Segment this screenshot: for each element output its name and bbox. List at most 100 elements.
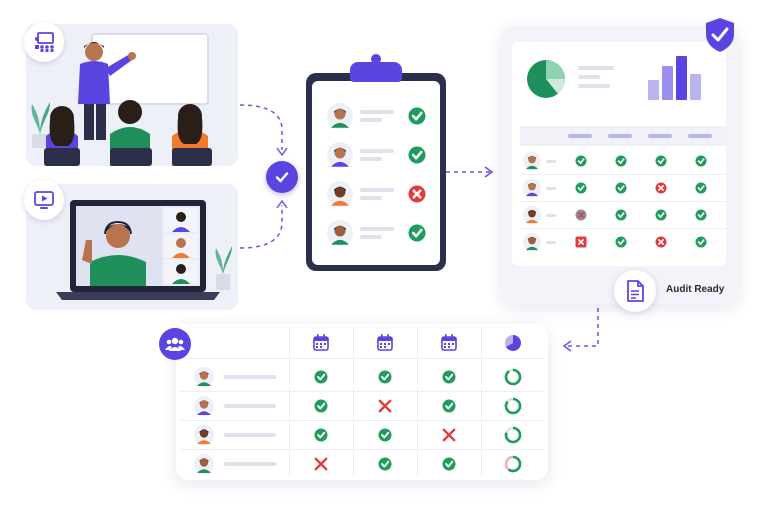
report-line [578,75,600,79]
report-line [578,66,614,70]
tracker-avatar [194,425,214,445]
checklist-line [360,149,394,153]
report-avatar [523,206,541,224]
bar-chart-bar [690,74,701,100]
report-col-header [688,134,712,138]
report-avatar [523,233,541,251]
col-divider [353,328,354,476]
check-icon [575,155,587,167]
checklist-line [360,196,382,200]
row-divider [180,358,544,359]
virtual-training-panel [26,184,238,310]
tracker-line [224,375,276,379]
check-icon [695,209,707,221]
audit-ready-label: Audit Ready [666,284,725,295]
cross-icon [442,428,456,442]
clipboard-clip [350,54,402,82]
checklist-line [360,227,394,231]
cross-icon [655,236,667,248]
report-line [546,160,556,163]
check-icon [615,182,627,194]
report-line [546,214,556,217]
pie-chart [527,60,566,98]
progress-ring [504,455,522,473]
checklist-avatar [327,103,353,129]
check-icon [695,155,707,167]
row-divider [180,391,544,392]
laptop-video-call-illustration [56,200,232,300]
col-divider [417,328,418,476]
row-divider [520,201,728,202]
checklist-avatar [327,181,353,207]
check-icon [378,428,392,442]
checklist-line [360,110,394,114]
check-icon [615,236,627,248]
bar-chart-bar [676,56,687,100]
row-divider [180,420,544,421]
cross-icon [575,236,587,248]
attendance-tracker [176,324,548,480]
check-icon [378,370,392,384]
presentation-icon [24,22,64,62]
check-icon [314,428,328,442]
check-circle-icon [266,161,298,193]
check-icon [408,107,426,125]
check-icon [695,236,707,248]
check-icon [655,209,667,221]
check-icon [442,399,456,413]
classroom-illustration [31,33,212,166]
check-icon [695,182,707,194]
cross-icon [575,209,587,221]
checklist-line [360,118,382,122]
report-col-header [568,134,592,138]
report-col-header [648,134,672,138]
tracker-line [224,404,276,408]
tracker-table [180,328,544,476]
row-divider [520,228,728,229]
report-avatar [523,179,541,197]
calendar-icon [313,334,329,351]
row-divider [180,449,544,450]
col-divider [481,328,482,476]
progress-ring [504,397,522,415]
check-icon [314,399,328,413]
check-icon [615,155,627,167]
check-icon [408,146,426,164]
check-icon [575,182,587,194]
progress-ring [504,426,522,444]
group-icon [159,328,191,360]
bar-chart-bar [648,80,659,100]
tracker-avatar [194,367,214,387]
video-lesson-icon [24,180,64,220]
report-line [546,187,556,190]
checklist-avatar [327,220,353,246]
check-icon [615,209,627,221]
cross-icon [378,399,392,413]
check-icon [314,370,328,384]
checklist [327,103,426,246]
progress-ring [504,368,522,386]
checklist-line [360,235,382,239]
check-icon [655,155,667,167]
checklist-avatar [327,142,353,168]
pie-chart-icon [505,335,521,351]
report-col-header [608,134,632,138]
document-icon [614,270,656,312]
bar-chart-bar [662,66,673,100]
check-icon [378,457,392,471]
in-person-training-panel [26,24,238,166]
calendar-icon [377,334,393,351]
cross-icon [314,457,328,471]
checklist-line [360,157,382,161]
shield-check-icon [703,16,737,54]
report-avatar [523,152,541,170]
tracker-avatar [194,454,214,474]
tracker-line [224,462,276,466]
check-icon [442,457,456,471]
check-icon [442,370,456,384]
check-icon [408,224,426,242]
calendar-icon [441,334,457,351]
col-divider [289,328,290,476]
report-line [546,241,556,244]
